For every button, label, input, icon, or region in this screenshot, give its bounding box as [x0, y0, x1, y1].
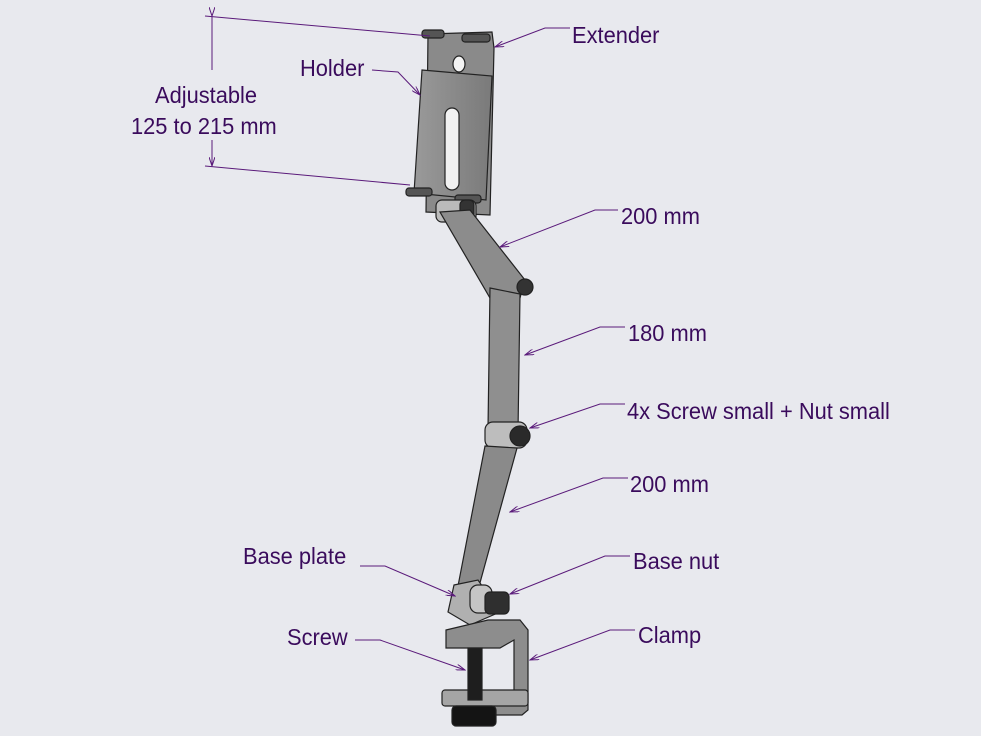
leader-base-nut: [510, 555, 630, 594]
dimension-adjustable: [204, 16, 431, 186]
leader-screw: [355, 639, 465, 670]
leader-base-plate: [360, 565, 455, 596]
leader-extender: [495, 27, 570, 47]
arm-200mm-bottom: [457, 445, 518, 591]
label-holder: Holder: [300, 55, 365, 81]
leader-holder: [371, 69, 420, 95]
label-adjustable: Adjustable: [155, 82, 258, 108]
arm-180mm: [487, 287, 521, 433]
label-screws: 4x Screw small + Nut small: [627, 398, 890, 424]
arm-200mm-top: [438, 209, 526, 299]
leader-arm-bottom: [510, 477, 628, 512]
leader-lines: [355, 27, 635, 670]
label-clamp: Clamp: [638, 622, 702, 648]
leader-screws: [530, 403, 625, 428]
label-base-plate: Base plate: [243, 543, 347, 569]
base-nut: [484, 591, 510, 615]
leader-clamp: [530, 629, 635, 660]
leader-arm-middle: [525, 326, 625, 355]
label-base-nut: Base nut: [633, 548, 720, 574]
leader-arm-top: [500, 209, 618, 247]
mount-parts: [405, 29, 534, 727]
label-arm-middle: 180 mm: [628, 320, 707, 346]
screw: [467, 647, 483, 701]
label-extender: Extender: [572, 22, 660, 48]
label-screw: Screw: [287, 624, 348, 650]
label-adjustable-range: 125 to 215 mm: [131, 113, 277, 139]
label-arm-top: 200 mm: [621, 203, 700, 229]
label-arm-bottom: 200 mm: [630, 471, 709, 497]
